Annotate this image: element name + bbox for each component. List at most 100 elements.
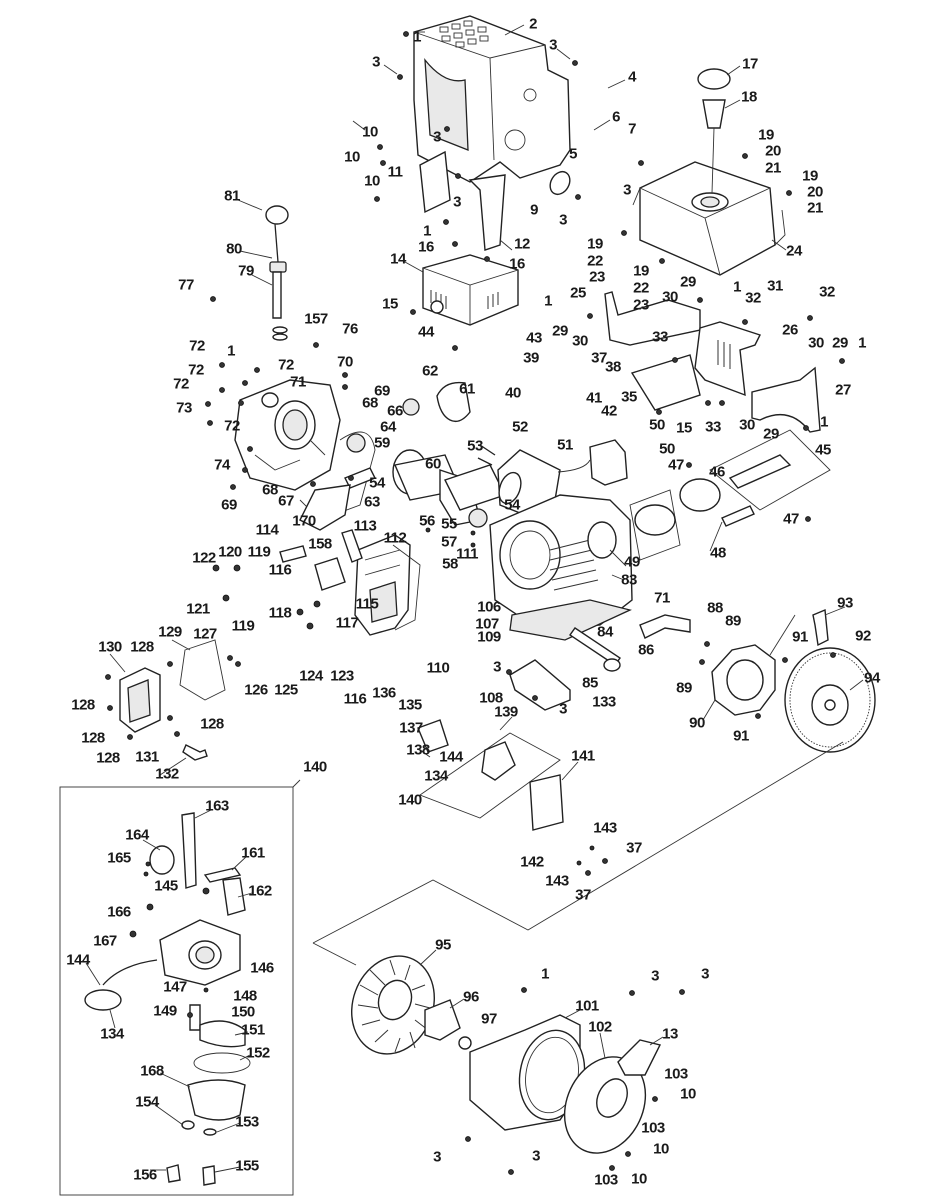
callout-140: 140 bbox=[398, 791, 422, 809]
callout-53: 53 bbox=[467, 437, 483, 455]
callout-110: 110 bbox=[426, 659, 450, 677]
callout-3: 3 bbox=[532, 1147, 540, 1165]
callout-3: 3 bbox=[559, 700, 567, 718]
callout-29: 29 bbox=[552, 322, 568, 340]
callout-112: 112 bbox=[383, 529, 407, 547]
assembly-guide-lines bbox=[312, 741, 844, 944]
callout-72: 72 bbox=[173, 375, 189, 393]
callout-19: 19 bbox=[802, 167, 818, 185]
tank-bracket-26 bbox=[694, 321, 761, 397]
plate-158 bbox=[314, 557, 346, 591]
callout-56: 56 bbox=[419, 512, 435, 530]
callout-74: 74 bbox=[214, 456, 230, 474]
callout-80: 80 bbox=[226, 240, 242, 258]
callout-59: 59 bbox=[374, 434, 390, 452]
callout-20: 20 bbox=[765, 142, 781, 160]
piston-ring bbox=[634, 504, 676, 536]
callout-152: 152 bbox=[246, 1044, 270, 1062]
valve-cover-gasket bbox=[179, 639, 226, 701]
callout-96: 96 bbox=[463, 988, 479, 1006]
tank-bracket-25 bbox=[604, 291, 701, 346]
callout-20: 20 bbox=[807, 183, 823, 201]
callout-157: 157 bbox=[304, 310, 328, 328]
camshaft-gear bbox=[436, 381, 471, 423]
head-gasket bbox=[392, 544, 421, 631]
callout-38: 38 bbox=[605, 358, 621, 376]
callout-137: 137 bbox=[399, 719, 423, 737]
bracket-12 bbox=[468, 174, 506, 251]
callout-134: 134 bbox=[100, 1025, 124, 1043]
callout-1: 1 bbox=[858, 334, 866, 352]
callout-44: 44 bbox=[418, 323, 434, 341]
callout-3: 3 bbox=[623, 181, 631, 199]
fuel-cap bbox=[697, 68, 731, 90]
bracket-35 bbox=[630, 354, 701, 411]
callout-51: 51 bbox=[557, 436, 573, 454]
callout-23: 23 bbox=[589, 268, 605, 286]
nut-97 bbox=[458, 1036, 472, 1050]
callout-41: 41 bbox=[586, 389, 602, 407]
callout-3: 3 bbox=[433, 128, 441, 146]
callout-108: 108 bbox=[479, 689, 503, 707]
callout-1: 1 bbox=[423, 222, 431, 240]
callout-15: 15 bbox=[382, 295, 398, 313]
callout-70: 70 bbox=[337, 353, 353, 371]
callout-151: 151 bbox=[241, 1021, 265, 1039]
callout-48: 48 bbox=[710, 544, 726, 562]
callout-54: 54 bbox=[369, 474, 385, 492]
callout-3: 3 bbox=[549, 36, 557, 54]
callout-131: 131 bbox=[135, 748, 159, 766]
piston bbox=[679, 478, 721, 512]
callout-45: 45 bbox=[815, 441, 831, 459]
callout-113: 113 bbox=[353, 517, 377, 535]
carburetor-kit-box bbox=[419, 732, 561, 819]
callout-164: 164 bbox=[125, 826, 149, 844]
callout-91: 91 bbox=[792, 628, 808, 646]
callout-134: 134 bbox=[424, 767, 448, 785]
callout-5: 5 bbox=[569, 145, 577, 163]
callout-93: 93 bbox=[837, 594, 853, 612]
callout-22: 22 bbox=[587, 252, 603, 270]
callout-10: 10 bbox=[364, 172, 380, 190]
callout-6: 6 bbox=[612, 108, 620, 126]
cooling-fan bbox=[351, 955, 435, 1055]
callout-140: 140 bbox=[303, 758, 327, 776]
callout-81: 81 bbox=[224, 187, 240, 205]
callout-88: 88 bbox=[707, 599, 723, 617]
callout-1: 1 bbox=[541, 965, 549, 983]
callout-37: 37 bbox=[591, 349, 607, 367]
callout-32: 32 bbox=[819, 283, 835, 301]
tank-bracket-27 bbox=[751, 366, 821, 433]
callout-47: 47 bbox=[783, 510, 799, 528]
starter-cup bbox=[424, 999, 461, 1041]
callout-106: 106 bbox=[477, 598, 501, 616]
callout-16: 16 bbox=[418, 238, 434, 256]
callout-119: 119 bbox=[247, 543, 271, 561]
spark-plug bbox=[341, 529, 363, 563]
callout-122: 122 bbox=[192, 549, 216, 567]
crankcase-cover bbox=[234, 379, 341, 491]
callout-71: 71 bbox=[290, 373, 306, 391]
callout-107: 107 bbox=[475, 615, 499, 633]
callout-57: 57 bbox=[441, 533, 457, 551]
callout-130: 130 bbox=[98, 638, 122, 656]
callout-118: 118 bbox=[268, 604, 292, 622]
callout-120: 120 bbox=[218, 543, 242, 561]
callout-33: 33 bbox=[652, 328, 668, 346]
callout-69: 69 bbox=[374, 382, 390, 400]
insulator-138 bbox=[417, 719, 449, 753]
callout-101: 101 bbox=[575, 997, 599, 1015]
flywheel bbox=[784, 647, 876, 753]
callout-16: 16 bbox=[509, 255, 525, 273]
callout-72: 72 bbox=[224, 417, 240, 435]
callout-23: 23 bbox=[633, 296, 649, 314]
callout-3: 3 bbox=[701, 965, 709, 983]
callout-1: 1 bbox=[413, 28, 421, 46]
callout-166: 166 bbox=[107, 903, 131, 921]
callout-91: 91 bbox=[733, 727, 749, 745]
bearing-54a bbox=[346, 433, 366, 453]
callout-129: 129 bbox=[158, 623, 182, 641]
callout-63: 63 bbox=[364, 493, 380, 511]
callout-13: 13 bbox=[662, 1025, 678, 1043]
callout-125: 125 bbox=[274, 681, 298, 699]
